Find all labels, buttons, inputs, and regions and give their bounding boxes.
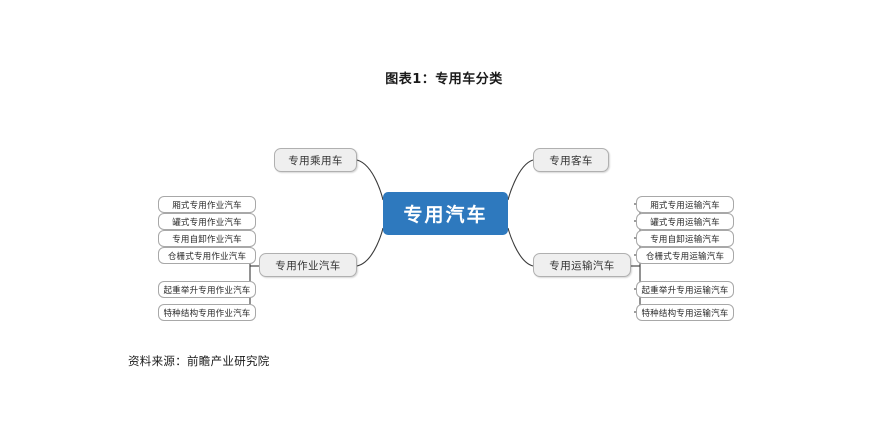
page-title: 图表1：专用车分类	[385, 72, 503, 87]
leaf-node-left-6[interactable]: 特种结构专用作业汽车	[158, 304, 256, 321]
leaf-node-right-2[interactable]: 罐式专用运输汽车	[636, 213, 734, 230]
branch-node-operation-vehicle[interactable]: 专用作业汽车	[259, 253, 357, 277]
connector-root-to-transport	[507, 227, 534, 267]
branch-node-bus[interactable]: 专用客车	[533, 148, 609, 172]
connector-root-to-bus	[507, 159, 534, 201]
branch-node-passenger-car[interactable]: 专用乘用车	[274, 148, 357, 172]
leaf-node-left-1[interactable]: 厢式专用作业汽车	[158, 196, 256, 213]
leaf-node-right-4[interactable]: 仓栅式专用运输汽车	[636, 247, 734, 264]
leaf-node-right-1[interactable]: 厢式专用运输汽车	[636, 196, 734, 213]
branch-node-transport-vehicle[interactable]: 专用运输汽车	[533, 253, 631, 277]
leaf-node-right-5[interactable]: 起重举升专用运输汽车	[636, 281, 734, 298]
central-node-special-vehicle[interactable]: 专用汽车	[383, 192, 508, 235]
leaf-node-right-3[interactable]: 专用自卸运输汽车	[636, 230, 734, 247]
leaf-node-left-2[interactable]: 罐式专用作业汽车	[158, 213, 256, 230]
leaf-node-right-6[interactable]: 特种结构专用运输汽车	[636, 304, 734, 321]
connector-root-to-operation	[356, 227, 384, 267]
leaf-node-left-5[interactable]: 起重举升专用作业汽车	[158, 281, 256, 298]
leaf-node-left-3[interactable]: 专用自卸作业汽车	[158, 230, 256, 247]
leaf-node-left-4[interactable]: 仓栅式专用作业汽车	[158, 247, 256, 264]
source-note: 资料来源：前瞻产业研究院	[128, 354, 270, 368]
connector-root-to-passenger	[356, 159, 384, 201]
